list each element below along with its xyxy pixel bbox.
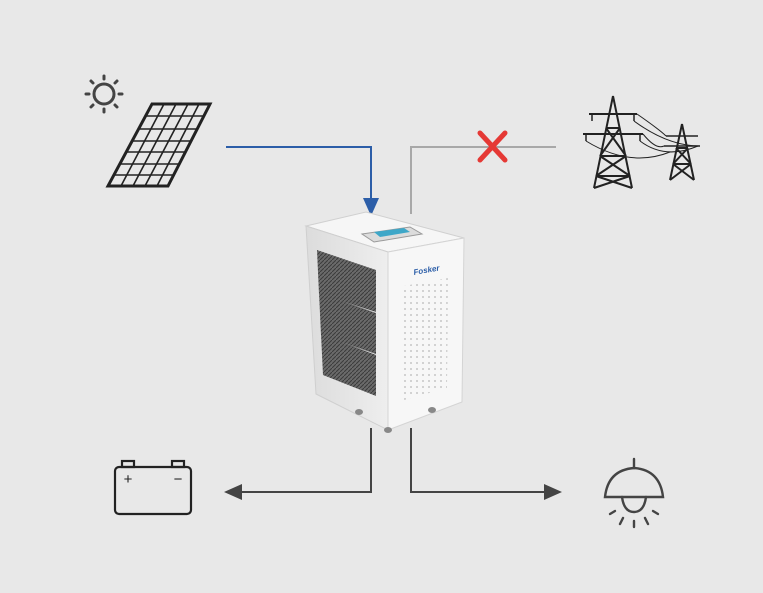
battery-flow-line [224, 428, 372, 500]
solar-flow-line [226, 146, 379, 216]
vent-grill [321, 334, 376, 396]
grid-flow-line [410, 146, 556, 214]
battery-icon [113, 459, 193, 516]
sun-icon [84, 74, 124, 114]
battery-positive-terminal: + [124, 471, 133, 488]
power-pylon-icon [583, 95, 701, 189]
inverter-cabinet: Fosker [304, 211, 465, 433]
ceiling-lamp-icon [603, 457, 665, 529]
battery-negative-terminal: − [174, 471, 183, 488]
grid-disconnected-icon [477, 130, 508, 163]
inverter-display [374, 228, 410, 237]
front-vent [404, 278, 448, 400]
load-flow-line [410, 428, 562, 500]
solar-panel-icon [105, 102, 213, 188]
vent-grill [317, 250, 376, 312]
